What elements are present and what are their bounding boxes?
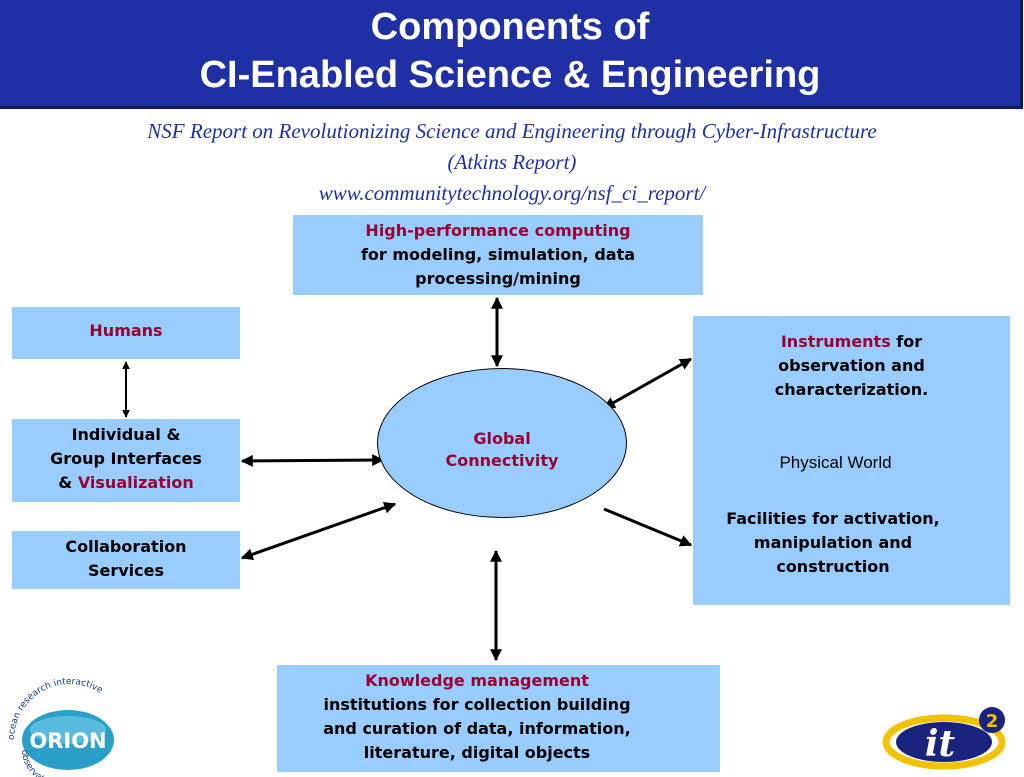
knowledge-line-4: literature, digital objects bbox=[363, 743, 591, 762]
title-bar: Components of CI-Enabled Science & Engin… bbox=[0, 0, 1023, 109]
hpc-line-3: processing/mining bbox=[415, 269, 581, 288]
orion-logo-text: ORION bbox=[29, 729, 106, 753]
arrow-collaboration bbox=[240, 501, 397, 561]
physical-world-label: Physical World bbox=[779, 453, 892, 472]
knowledge-box: Knowledge management institutions for co… bbox=[277, 665, 720, 772]
subtitle-line-2: (Atkins Report) bbox=[447, 150, 577, 174]
knowledge-line-2: institutions for collection building bbox=[323, 695, 631, 714]
global-connectivity-ellipse bbox=[377, 368, 627, 518]
title-line-2: CI-Enabled Science & Engineering bbox=[199, 54, 821, 96]
knowledge-line-3: and curation of data, information, bbox=[323, 719, 631, 738]
hpc-line-2: for modeling, simulation, data bbox=[360, 245, 636, 264]
facilities-line-2: manipulation and bbox=[753, 533, 913, 552]
facilities-text: Facilities for activation, manipulation … bbox=[693, 507, 973, 579]
arrow-facilities bbox=[603, 507, 693, 547]
orion-logo: ocean research interactive observatory n… bbox=[7, 677, 114, 777]
interfaces-box: Individual & Group Interfaces & Visualiz… bbox=[12, 419, 240, 502]
it2-logo-sup: 2 bbox=[986, 711, 999, 732]
instruments-suffix: for bbox=[890, 332, 923, 351]
humans-label: Humans bbox=[89, 321, 163, 340]
instruments-box: Instruments for observation and characte… bbox=[693, 316, 1010, 605]
instruments-line-2: observation and bbox=[778, 356, 925, 375]
instruments-highlight: Instruments bbox=[780, 332, 891, 351]
subtitle-line-1: NSF Report on Revolutionizing Science an… bbox=[147, 119, 877, 143]
collaboration-line-2: Services bbox=[87, 561, 165, 580]
title-line-1: Components of bbox=[370, 6, 650, 48]
instruments-line-3: characterization. bbox=[774, 380, 929, 399]
interfaces-highlight: Visualization bbox=[77, 473, 194, 492]
knowledge-highlight: Knowledge management bbox=[365, 671, 589, 690]
interfaces-line-1: Individual & bbox=[71, 425, 181, 444]
center-line-2: Connectivity bbox=[445, 451, 559, 470]
arrow-instruments bbox=[602, 357, 693, 410]
interfaces-line-2: Group Interfaces bbox=[50, 449, 202, 468]
it2-logo: it 2 bbox=[882, 707, 1006, 770]
facilities-line-3: construction bbox=[776, 557, 890, 576]
it2-logo-text: it bbox=[925, 723, 956, 765]
global-connectivity-label: Global Connectivity bbox=[377, 428, 627, 472]
subtitle-url[interactable]: www.communitytechnology.org/nsf_ci_repor… bbox=[318, 181, 706, 205]
interfaces-prefix: & bbox=[58, 473, 78, 492]
humans-box: Humans bbox=[12, 307, 240, 359]
collaboration-box: Collaboration Services bbox=[12, 531, 240, 589]
center-line-1: Global bbox=[473, 429, 531, 448]
hpc-highlight: High-performance computing bbox=[365, 221, 631, 240]
collaboration-line-1: Collaboration bbox=[65, 537, 187, 556]
facilities-line-1: Facilities for activation, bbox=[726, 509, 940, 528]
hpc-box: High-performance computing for modeling,… bbox=[293, 215, 703, 295]
arrow-interfaces bbox=[240, 454, 385, 467]
